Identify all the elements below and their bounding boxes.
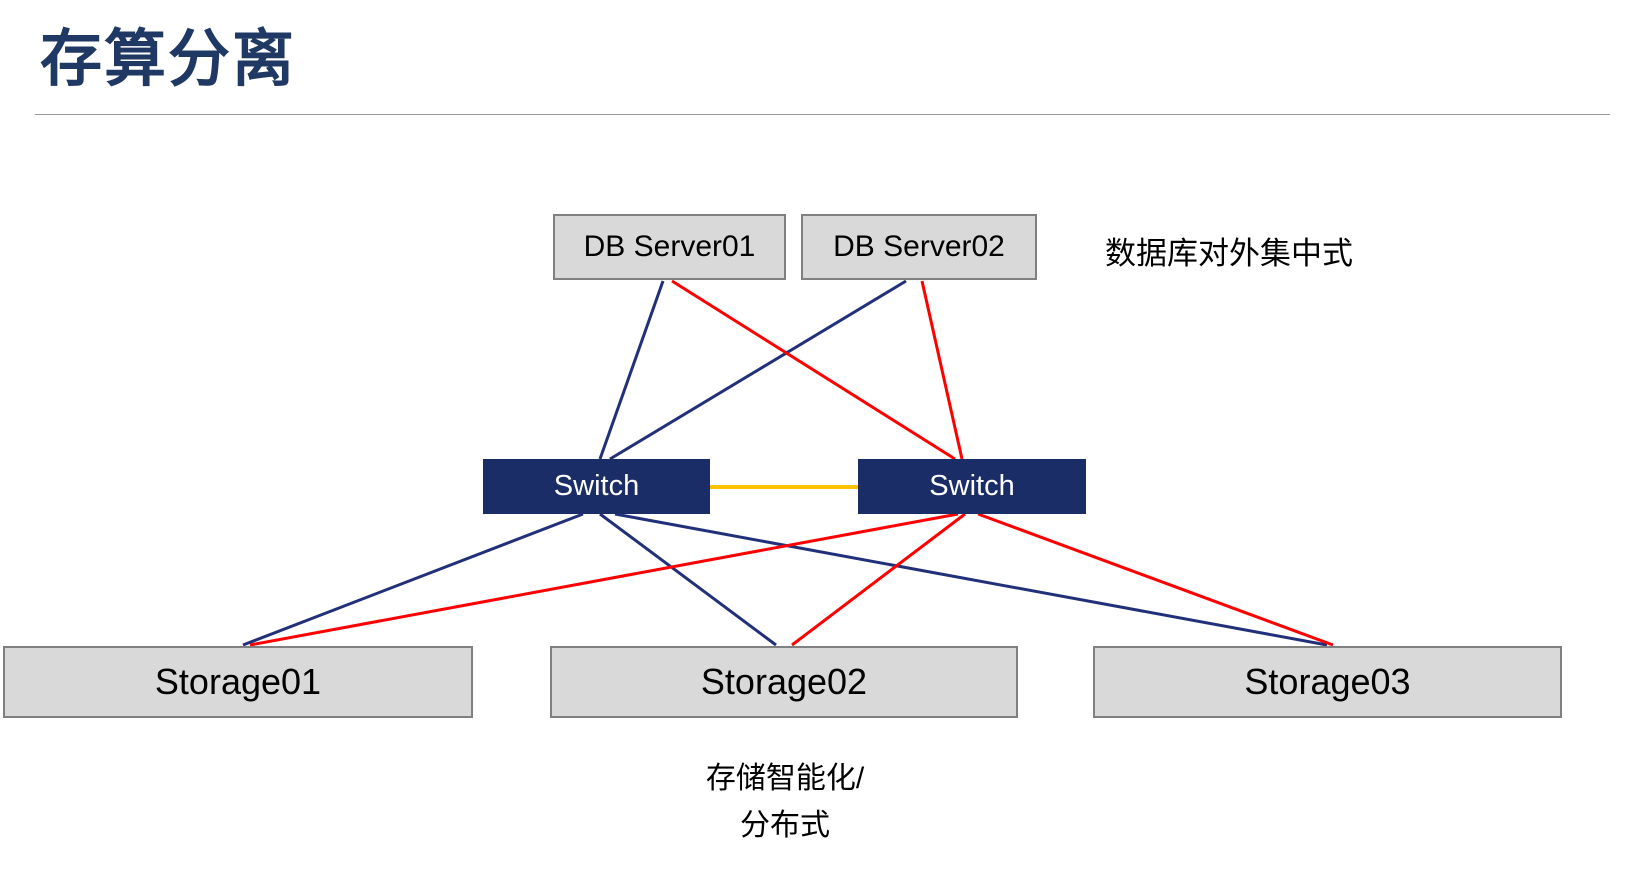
annotation-storage-distributed: 存储智能化/ 分布式 — [620, 756, 950, 849]
edge-switch_left-to-storage02 — [599, 512, 777, 647]
title-divider — [35, 114, 1610, 115]
node-storage02-label: Storage02 — [700, 661, 868, 702]
node-switch-left: Switch — [483, 459, 710, 514]
node-switch-right-label: Switch — [929, 470, 1015, 502]
node-switch-right: Switch — [858, 459, 1086, 514]
node-storage01: Storage01 — [3, 646, 473, 718]
annotation-db-centralized: 数据库对外集中式 — [1105, 236, 1353, 271]
edge-switch_left-to-storage03 — [614, 512, 1328, 647]
node-db-server02: DB Server02 — [801, 214, 1037, 280]
node-db-server01: DB Server01 — [553, 214, 786, 280]
node-switch-left-label: Switch — [553, 470, 640, 502]
edge-db_server01-to-switch_right — [671, 279, 956, 461]
edge-switch_right-to-storage01 — [249, 512, 959, 647]
node-storage03: Storage03 — [1093, 646, 1562, 718]
edge-db_server01-to-switch_left — [598, 280, 665, 460]
edge-switch_left-to-storage01 — [242, 512, 584, 647]
page-title: 存算分离 — [40, 25, 297, 94]
node-storage01-label: Storage01 — [154, 661, 322, 702]
node-db-server01-label: DB Server01 — [583, 230, 756, 263]
edge-switch_right-to-storage02 — [791, 512, 966, 647]
edge-db_server02-to-switch_left — [609, 279, 907, 461]
edge-switch_right-to-storage03 — [977, 512, 1334, 647]
node-db-server02-label: DB Server02 — [833, 230, 1005, 263]
node-storage03-label: Storage03 — [1244, 661, 1411, 702]
edge-db_server02-to-switch_right — [920, 280, 964, 460]
annotation-storage-line2: 分布式 — [740, 808, 830, 842]
annotation-storage-line1: 存储智能化/ — [705, 762, 865, 795]
node-storage02: Storage02 — [550, 646, 1018, 718]
